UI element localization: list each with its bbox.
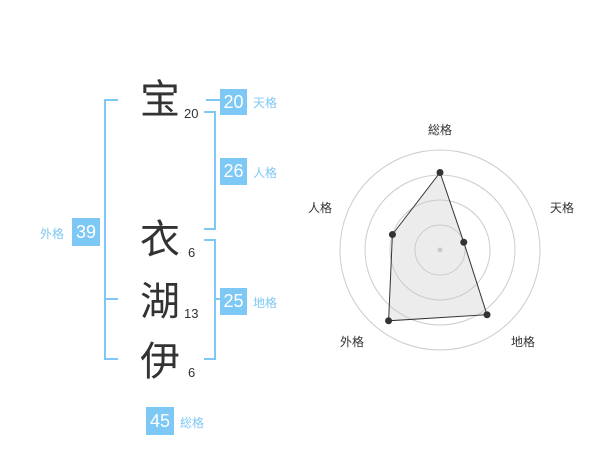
gaikaku-value-badge: 39 — [72, 218, 100, 246]
gaikaku-bracket-tick-mid — [104, 298, 118, 300]
radar-axis-label-soukaku: 総格 — [428, 123, 453, 137]
radar-axis-label-chikaku: 地格 — [511, 335, 536, 349]
gaikaku-bracket — [104, 99, 106, 360]
radar-grid-ring — [414, 224, 466, 276]
chikaku-value-badge: 25 — [220, 288, 247, 315]
radar-axis-label-tenkaku: 天格 — [550, 201, 575, 215]
tenkaku-label: 天格 — [253, 96, 278, 110]
given-char-2: 湖 — [140, 279, 180, 325]
chikaku-bracket-tick-top — [204, 239, 216, 241]
jinkaku-bracket-tick-top — [204, 111, 216, 113]
soukaku-value-badge: 45 — [146, 407, 174, 435]
radar-axis-label-jinkaku: 人格 — [308, 201, 333, 215]
gaikaku-bracket-tick-bottom — [104, 358, 118, 360]
tenkaku-value-badge: 20 — [220, 89, 247, 115]
radar-point-1 — [460, 238, 468, 246]
chikaku-bracket-tick-bottom — [204, 358, 216, 360]
radar-point-2 — [483, 311, 491, 319]
stroke-count-2: 6 — [188, 245, 196, 260]
gaikaku-bracket-tick-top — [104, 99, 118, 101]
stroke-count-1: 20 — [184, 106, 199, 121]
stroke-count-4: 6 — [188, 365, 196, 380]
jinkaku-value-badge: 26 — [220, 158, 247, 185]
stroke-count-3: 13 — [184, 306, 199, 321]
radar-axis-label-gaikaku: 外格 — [340, 335, 365, 349]
radar-data-polygon — [388, 171, 488, 322]
radar-grid-ring — [389, 199, 491, 301]
radar-point-4 — [388, 231, 396, 239]
radar-point-0 — [436, 169, 444, 176]
radar-chart — [339, 149, 541, 351]
given-char-1: 衣 — [140, 217, 180, 263]
jinkaku-bracket-tick-bottom — [204, 228, 216, 230]
surname-char-1: 宝 — [140, 77, 180, 123]
tenkaku-connector — [206, 99, 220, 101]
radar-grid-ring — [339, 149, 541, 351]
chikaku-label: 地格 — [253, 296, 278, 310]
radar-point-3 — [385, 317, 393, 325]
soukaku-label: 総格 — [180, 416, 205, 430]
gaikaku-label: 外格 — [40, 227, 65, 241]
jinkaku-label: 人格 — [253, 166, 278, 180]
radar-center — [437, 247, 443, 253]
jinkaku-bracket — [214, 111, 216, 230]
chikaku-connector — [214, 298, 222, 300]
given-char-3: 伊 — [140, 339, 180, 385]
